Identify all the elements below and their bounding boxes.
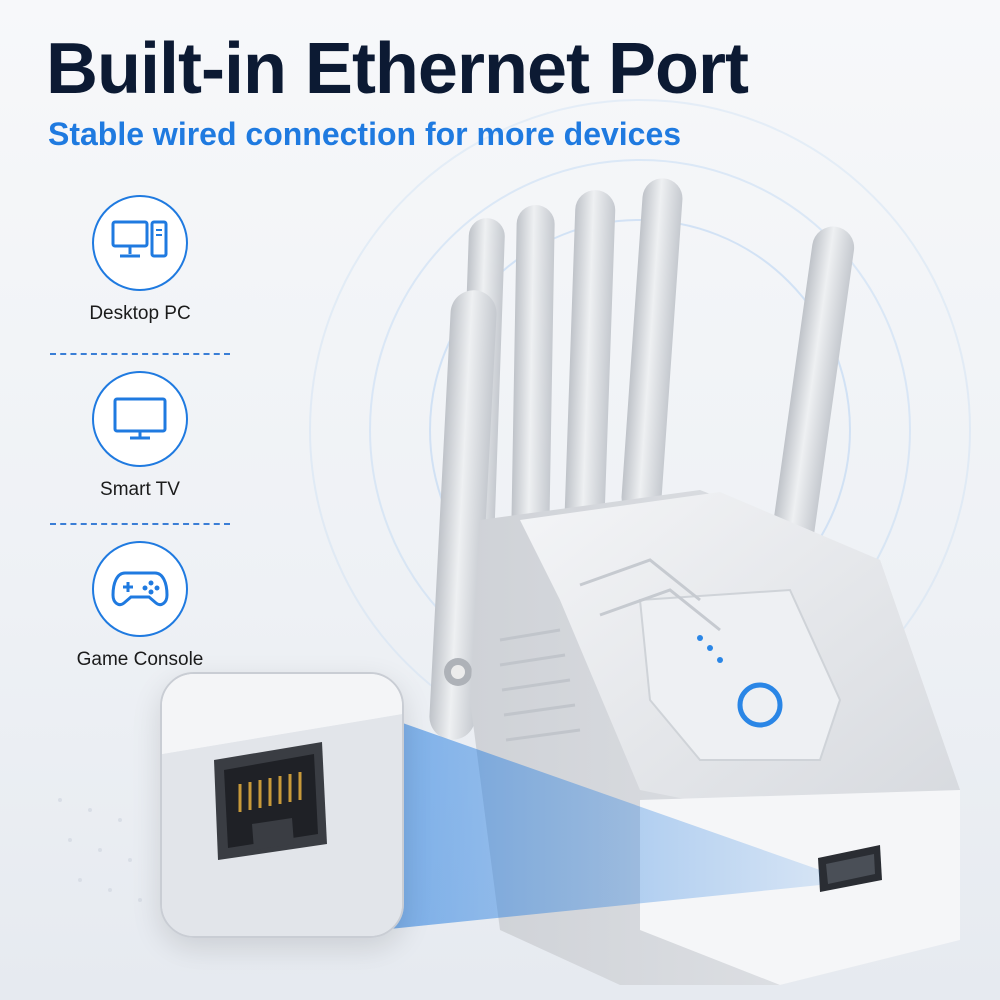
ethernet-port-icon bbox=[162, 674, 402, 936]
device-game-console: Game Console bbox=[40, 541, 240, 671]
smart-tv-icon bbox=[113, 397, 167, 440]
antennas bbox=[429, 178, 855, 740]
device-desktop-pc: Desktop PC bbox=[40, 195, 240, 325]
gamepad-icon bbox=[111, 571, 169, 607]
gamepad-icon-circle bbox=[92, 541, 188, 637]
divider bbox=[50, 353, 230, 355]
side-fins bbox=[499, 628, 581, 742]
divider bbox=[50, 523, 230, 525]
zoom-beam bbox=[380, 715, 820, 930]
dot-texture bbox=[58, 798, 142, 902]
device-label: Desktop PC bbox=[89, 303, 191, 324]
ethernet-port-zoom bbox=[160, 672, 404, 938]
desktop-pc-icon-circle bbox=[92, 195, 188, 291]
device-label: Smart TV bbox=[100, 479, 180, 500]
device-label: Game Console bbox=[76, 649, 204, 670]
page-title: Built-in Ethernet Port bbox=[46, 29, 749, 109]
smart-tv-icon-circle bbox=[92, 371, 188, 467]
desktop-pc-icon bbox=[111, 220, 168, 258]
device-smart-tv: Smart TV bbox=[40, 371, 240, 501]
page-subtitle: Stable wired connection for more devices bbox=[48, 116, 682, 152]
